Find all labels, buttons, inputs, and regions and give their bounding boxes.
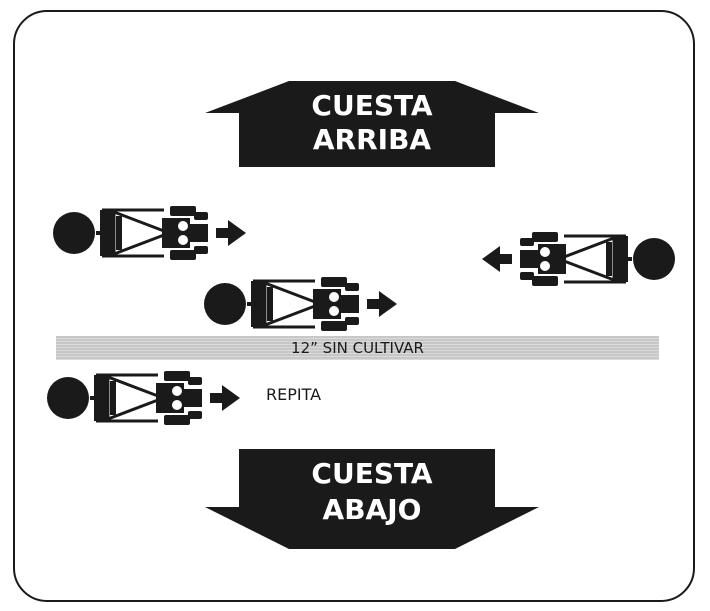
uncultivated-strip: 12” SIN CULTIVAR	[56, 336, 659, 360]
uphill-label-line2: ARRIBA	[312, 123, 432, 156]
strip-label: 12” SIN CULTIVAR	[291, 339, 424, 357]
tractor-right-icon	[47, 371, 240, 425]
uphill-label-line1: CUESTA	[311, 89, 433, 122]
tractor-pass-2	[476, 230, 676, 288]
down-arrow-icon	[205, 449, 539, 549]
tractor-left-icon	[482, 232, 675, 286]
downhill-label-line1: CUESTA	[311, 457, 433, 490]
downhill-arrow: CUESTA ABAJO	[205, 449, 539, 549]
uphill-arrow: CUESTA ARRIBA	[205, 81, 539, 167]
repeat-label: REPITA	[266, 385, 322, 404]
tractor-right-icon	[53, 206, 246, 260]
up-arrow-icon	[205, 81, 539, 167]
tractor-right-icon	[204, 277, 397, 331]
tractor-pass-repeat	[46, 369, 246, 427]
tractor-pass-3	[203, 275, 403, 333]
tractor-pass-1	[52, 204, 252, 262]
downhill-label-line2: ABAJO	[322, 493, 422, 526]
